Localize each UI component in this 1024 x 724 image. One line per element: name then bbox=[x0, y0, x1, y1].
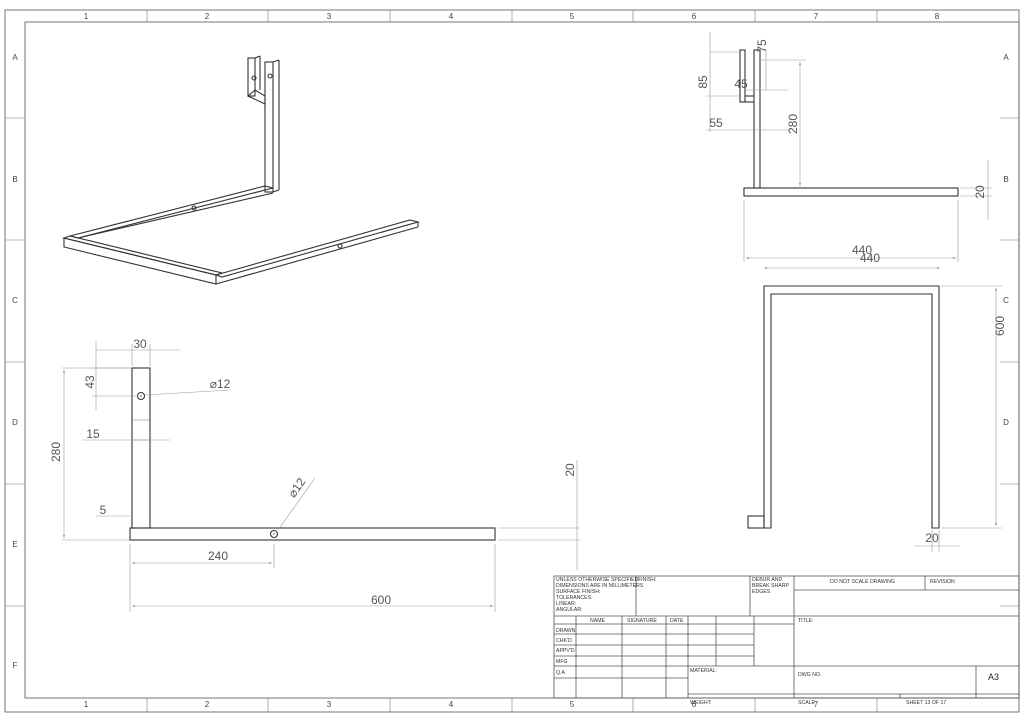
material-label: MATERIAL: bbox=[690, 668, 717, 674]
zone-col-1-bottom: 1 bbox=[84, 700, 89, 709]
deburr-1: DEBUR AND bbox=[752, 577, 783, 583]
front-view bbox=[62, 341, 580, 612]
zone-row-b: B bbox=[12, 175, 17, 184]
zone-col-4-bottom: 4 bbox=[449, 700, 454, 709]
zone-col-2: 2 bbox=[205, 12, 210, 21]
row-mfg: MFG bbox=[556, 659, 568, 665]
zone-row-c-right: C bbox=[1003, 296, 1009, 305]
zone-row-d-right: D bbox=[1003, 418, 1009, 427]
dim-length: 600 bbox=[371, 593, 391, 607]
zone-ticks bbox=[5, 10, 1019, 712]
dim-75: 75 bbox=[755, 39, 769, 53]
zone-col-8: 8 bbox=[935, 12, 940, 21]
weight-label: WEIGHT: bbox=[690, 700, 712, 706]
dim-top-width: 30 bbox=[133, 337, 147, 351]
zone-col-2-bottom: 2 bbox=[205, 700, 210, 709]
note-1: UNLESS OTHERWISE SPECIFIED: bbox=[556, 577, 640, 583]
dim-20: 20 bbox=[973, 185, 987, 199]
sheet-label: SHEET 13 OF 17 bbox=[906, 700, 946, 706]
zone-col-6: 6 bbox=[692, 12, 697, 21]
zone-col-5-bottom: 5 bbox=[570, 700, 575, 709]
do-not-scale: DO NOT SCALE DRAWING bbox=[830, 579, 895, 585]
dim-bar-height: 20 bbox=[563, 463, 577, 477]
zone-col-3-bottom: 3 bbox=[327, 700, 332, 709]
dim-85: 85 bbox=[696, 75, 710, 89]
dim-width-b: 440 bbox=[860, 251, 880, 265]
note-6: ANGULAR: bbox=[556, 607, 583, 613]
dim-leg: 20 bbox=[925, 531, 939, 545]
zone-row-e: E bbox=[12, 540, 17, 549]
zone-row-a-right: A bbox=[1003, 53, 1009, 62]
dim-depth: 600 bbox=[993, 316, 1007, 336]
row-drawn: DRAWN bbox=[556, 628, 576, 634]
zone-col-6-bottom: 6 bbox=[692, 700, 697, 709]
deburr-2: BREAK SHARP bbox=[752, 583, 789, 589]
top-view bbox=[743, 200, 1002, 552]
note-4: TOLERANCES: bbox=[556, 595, 593, 601]
scale-label: SCALE bbox=[798, 700, 816, 706]
zone-row-a: A bbox=[12, 53, 18, 62]
row-chkd: CHK'D bbox=[556, 638, 572, 644]
dim-45: 45 bbox=[734, 77, 748, 91]
zone-col-7: 7 bbox=[814, 12, 819, 21]
col-name: NAME bbox=[590, 618, 606, 624]
deburr-3: EDGES bbox=[752, 589, 771, 595]
dim-55: 55 bbox=[709, 116, 723, 130]
zone-col-5: 5 bbox=[570, 12, 575, 21]
dim-wall: 5 bbox=[100, 503, 107, 517]
zone-col-7-bottom: 7 bbox=[814, 700, 819, 709]
col-date: DATE bbox=[670, 618, 684, 624]
col-signature: SIGNATURE bbox=[627, 618, 657, 624]
zone-row-d: D bbox=[12, 418, 18, 427]
zone-col-3: 3 bbox=[327, 12, 332, 21]
title-label: TITLE: bbox=[798, 618, 814, 624]
finish-label: FINISH: bbox=[638, 577, 656, 583]
zone-row-b-right: B bbox=[1003, 175, 1008, 184]
outer-border bbox=[4, 9, 1020, 713]
inner-border bbox=[24, 21, 1020, 699]
title-block bbox=[553, 575, 1020, 699]
dim-280: 280 bbox=[786, 114, 800, 134]
side-view bbox=[706, 32, 992, 220]
dim-hole-dia: ⌀12 bbox=[210, 377, 231, 391]
zone-col-4: 4 bbox=[449, 12, 454, 21]
row-appvd: APPV'D bbox=[556, 648, 575, 654]
note-2: DIMENSIONS ARE IN MILLIMETERS bbox=[556, 583, 644, 589]
dim-height: 280 bbox=[49, 442, 63, 462]
zone-row-f: F bbox=[13, 661, 18, 670]
dim-hole-dia2: ⌀12 bbox=[285, 475, 308, 500]
sheet-size: A3 bbox=[988, 672, 999, 682]
note-5: LINEAR: bbox=[556, 601, 576, 607]
revision-label: REVISION bbox=[930, 579, 955, 585]
isometric-view bbox=[62, 55, 421, 285]
zone-row-c: C bbox=[12, 296, 18, 305]
dim-width-a: 440 bbox=[852, 243, 872, 257]
dim-slot: 15 bbox=[86, 427, 100, 441]
dwg-no-label: DWG NO. bbox=[798, 672, 821, 678]
zone-col-1: 1 bbox=[84, 12, 89, 21]
row-qa: Q.A bbox=[556, 670, 565, 676]
note-3: SURFACE FINISH: bbox=[556, 589, 600, 595]
dim-hole-offset: 43 bbox=[83, 375, 97, 389]
dim-hole-pos: 240 bbox=[208, 549, 228, 563]
